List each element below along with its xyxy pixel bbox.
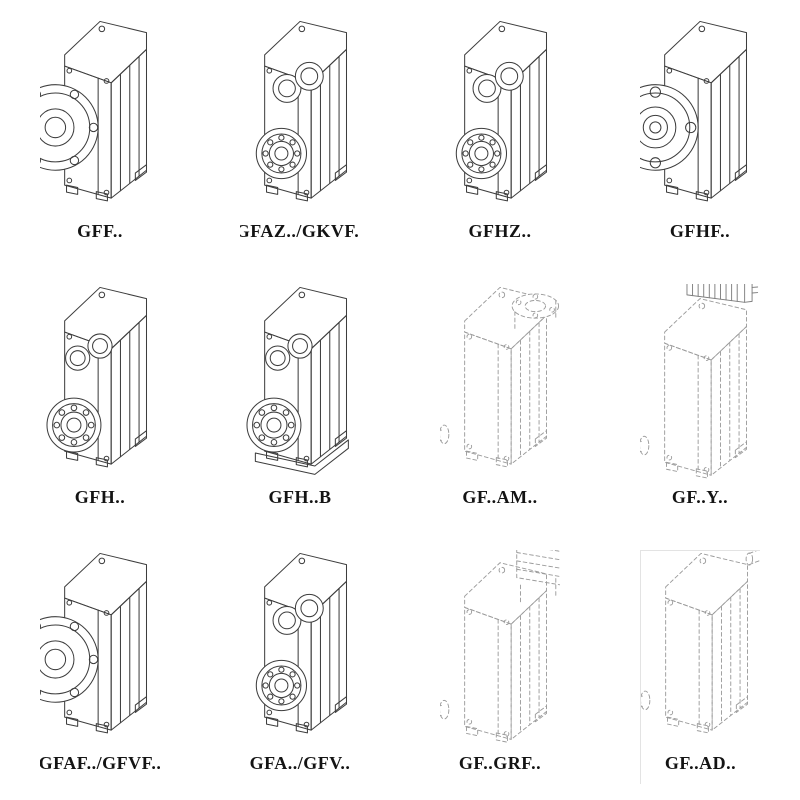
adapter-box-gearbox-drawing-icon <box>440 550 560 751</box>
figure-gf-am: GF..AM.. <box>440 284 560 518</box>
motor-gearbox-drawing-icon <box>640 284 760 485</box>
hollow-shaft-gearbox-drawing-icon <box>440 18 560 219</box>
foot-mounted-gearbox-drawing-icon <box>240 284 360 485</box>
figure-gf-grf: GF..GRF.. <box>440 550 560 784</box>
model-label-gf-grf: GF..GRF.. <box>458 753 542 773</box>
hollow-shaft-gearbox-drawing-icon <box>240 18 360 219</box>
model-label-gf-y: GF..Y.. <box>671 487 729 507</box>
flange-gearbox-drawing-icon <box>40 18 160 219</box>
model-label-gf-ad: GF..AD.. <box>664 753 737 773</box>
model-label-gfaf-gfvf: GFAF../GFVF.. <box>40 753 160 773</box>
figure-gfh-b: GFH..B <box>240 284 360 518</box>
input-shaft-gearbox-drawing-icon <box>640 550 760 751</box>
b5-flange-gearbox-drawing-icon <box>640 18 760 219</box>
figure-gf-ad: GF..AD.. <box>640 550 760 784</box>
model-label-gff: GFF.. <box>77 221 123 241</box>
figure-gfhf: GFHF.. <box>640 18 760 252</box>
figure-gfaf-gfvf: GFAF../GFVF.. <box>40 550 160 784</box>
hollow-shaft-gearbox-drawing-icon <box>240 550 360 751</box>
flange-gearbox-drawing-icon <box>40 550 160 751</box>
model-label-gfa-gfv: GFA../GFV.. <box>249 753 351 773</box>
iec-adapter-gearbox-drawing-icon <box>440 284 560 485</box>
figure-gf-y: GF..Y.. <box>640 284 760 518</box>
figure-gfhz: GFHZ.. <box>440 18 560 252</box>
figure-gff: GFF.. <box>40 18 160 252</box>
shaft-mounted-gearbox-drawing-icon <box>40 284 160 485</box>
figure-gfh: GFH.. <box>40 284 160 518</box>
model-label-gfhf: GFHF.. <box>669 221 731 241</box>
model-label-gfh-b: GFH..B <box>268 487 332 507</box>
model-label-gfhz: GFHZ.. <box>468 221 532 241</box>
model-label-gf-am: GF..AM.. <box>462 487 538 507</box>
model-label-gfh: GFH.. <box>74 487 126 507</box>
model-label-gfaz-gkvf: GFAZ../GKVF.. <box>240 221 360 241</box>
figure-gfaz-gkvf: GFAZ../GKVF.. <box>240 18 360 252</box>
figure-gfa-gfv: GFA../GFV.. <box>240 550 360 784</box>
